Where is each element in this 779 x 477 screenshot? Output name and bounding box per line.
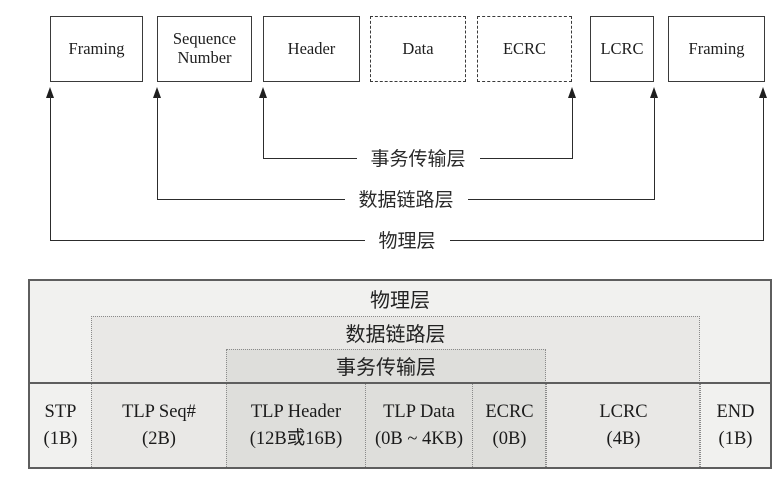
- table-cell-lcrc: LCRC (4B): [546, 384, 700, 467]
- layer-bracket-data-link: 数据链路层: [157, 186, 656, 212]
- cell-name: ECRC: [485, 401, 534, 422]
- arrow-shaft: [763, 96, 764, 241]
- packet-field-box-header: Header: [263, 16, 360, 82]
- arrow-shaft: [157, 96, 158, 200]
- cell-name: TLP Data: [383, 401, 455, 422]
- layer-bracket-label: 数据链路层: [358, 189, 454, 211]
- transaction-layer-region: [226, 349, 546, 467]
- bracket-line: [449, 239, 765, 241]
- packet-field-box-data: Data: [370, 16, 466, 82]
- bracket-line: [263, 157, 357, 159]
- packet-field-box-ecrc: ECRC: [477, 16, 572, 82]
- bracket-line: [467, 198, 656, 200]
- table-cell-tlp-data: TLP Data (0B ~ 4KB): [365, 384, 472, 467]
- bracket-line: [50, 239, 365, 241]
- cell-name: STP: [44, 401, 77, 422]
- cell-size: (4B): [606, 429, 641, 449]
- arrow-up-icon: [45, 87, 54, 98]
- cell-size: (0B ~ 4KB): [374, 429, 464, 449]
- cell-name: LCRC: [599, 401, 648, 422]
- packet-field-box-lcrc: LCRC: [590, 16, 654, 82]
- table-cell-tlp-seq: TLP Seq# (2B): [91, 384, 226, 467]
- arrow-shaft: [572, 96, 573, 159]
- table-row-separator: [30, 382, 770, 384]
- arrow-up-icon: [758, 87, 767, 98]
- packet-field-box-framing-start: Framing: [50, 16, 143, 82]
- arrow-up-icon: [567, 87, 576, 98]
- table-header-transaction-layer: 事务传输层: [336, 357, 436, 379]
- bracket-line: [157, 198, 345, 200]
- table-cell-ecrc: ECRC (0B): [472, 384, 546, 467]
- arrow-shaft: [50, 96, 51, 241]
- layer-bracket-physical: 物理层: [50, 227, 765, 253]
- layer-bracket-transaction: 事务传输层: [263, 145, 574, 171]
- table-header-data-link-layer: 数据链路层: [345, 324, 446, 346]
- packet-field-box-framing-end: Framing: [668, 16, 765, 82]
- cell-size: (2B): [142, 429, 176, 449]
- arrow-shaft: [263, 96, 264, 159]
- cell-name: TLP Header: [250, 401, 342, 422]
- cell-size: (12B或16B): [249, 429, 343, 449]
- bracket-line: [479, 157, 574, 159]
- packet-layout-table: 物理层 数据链路层 事务传输层 STP (1B) TLP Seq# (2B) T…: [28, 279, 772, 469]
- arrow-up-icon: [649, 87, 658, 98]
- cell-name: TLP Seq#: [122, 401, 196, 422]
- cell-name: END: [716, 401, 755, 422]
- arrow-shaft: [654, 96, 655, 200]
- arrow-up-icon: [152, 87, 161, 98]
- layer-bracket-label: 物理层: [378, 230, 436, 252]
- layer-bracket-label: 事务传输层: [370, 148, 466, 170]
- table-cell-end: END (1B): [700, 384, 770, 467]
- table-header-physical-layer: 物理层: [370, 289, 430, 312]
- table-cell-tlp-header: TLP Header (12B或16B): [226, 384, 365, 467]
- packet-field-box-sequence-number: Sequence Number: [157, 16, 252, 82]
- cell-size: (1B): [43, 429, 78, 449]
- cell-size: (0B): [492, 429, 527, 449]
- cell-size: (1B): [718, 429, 753, 449]
- table-cell-stp: STP (1B): [30, 384, 91, 467]
- arrow-up-icon: [258, 87, 267, 98]
